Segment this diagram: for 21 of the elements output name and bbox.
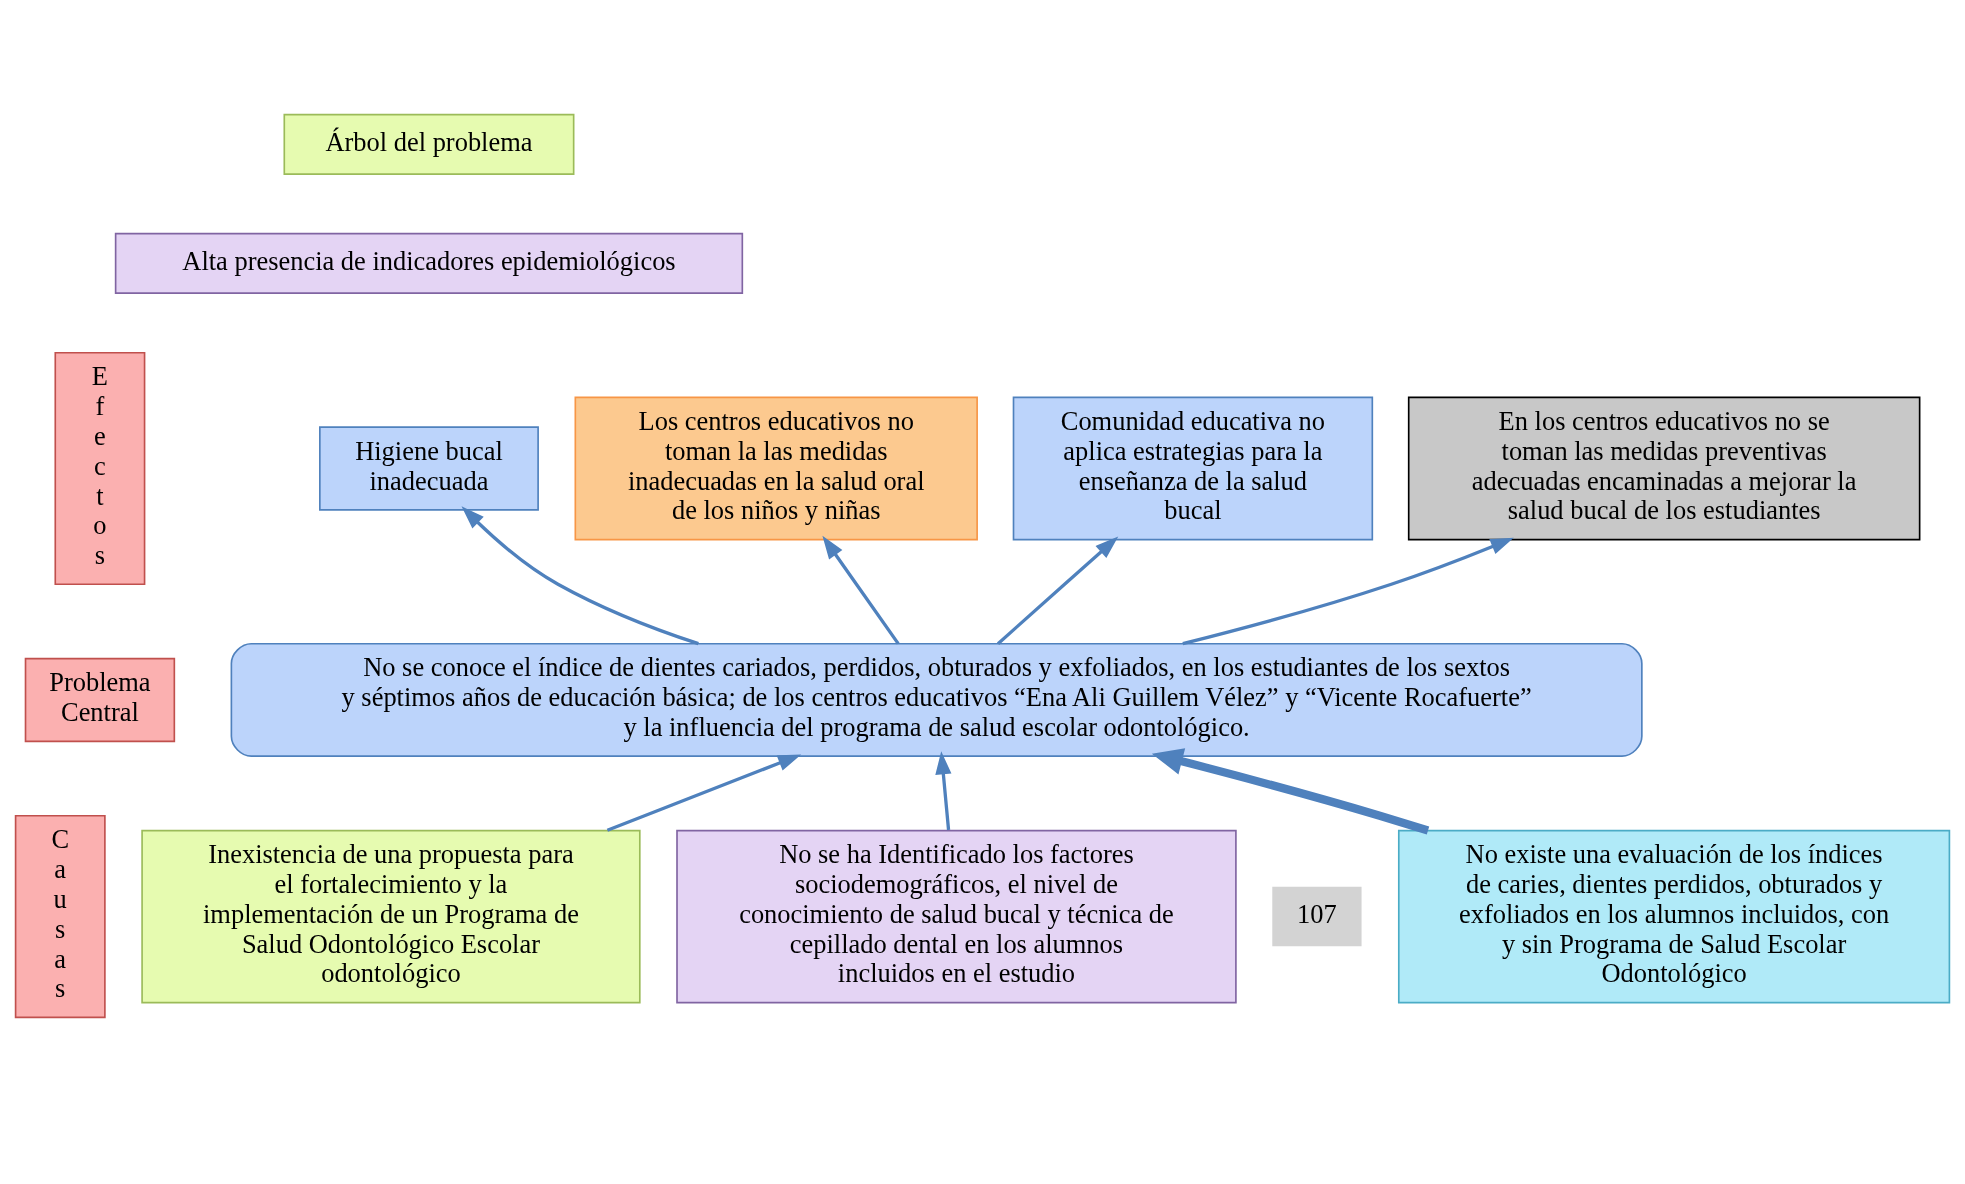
- node-box: No se conoce el índice de dientes cariados, perdidos, obturados y exfoliados, en los estudiantes de los sextos y séptimos años de educación básica; de los centros educativos “Ena Ali Guillem Vélez” y “Vicente Rocafuerte” y la influencia del programa de salud escolar odontológico.: [230, 642, 1643, 757]
- arrow: [996, 536, 1119, 645]
- arrow: [1151, 748, 1430, 835]
- arrow: [822, 535, 900, 645]
- arrow: [461, 506, 699, 646]
- arrow: [935, 751, 952, 831]
- node-box: Causas: [14, 814, 106, 1019]
- node-box: Problema Central: [24, 657, 176, 743]
- node-box: En los centros educativos no se toman las medidas preventivas adecuadas encaminadas a mejorar la salud bucal de los estudiantes: [1407, 396, 1921, 541]
- node-box: No se ha Identificado los factores sociodemográficos, el nivel de conocimiento de salud bucal y técnica de cepillado dental en los alumnos incluidos en el estudio: [676, 829, 1237, 1004]
- node-box: Efectos: [54, 351, 146, 586]
- node-box: Alta presencia de indicadores epidemiológicos: [114, 232, 744, 295]
- node-box: Los centros educativos no toman la las medidas inadecuadas en la salud oral de los niños y niñas: [574, 396, 978, 541]
- node-box: Árbol del problema: [283, 113, 575, 175]
- node-box: Inexistencia de una propuesta para el fortalecimiento y la implementación de un Programa de Salud Odontológico Escolar odontológico: [141, 829, 641, 1004]
- node-box: Higiene bucal inadecuada: [319, 426, 539, 511]
- node-box: No existe una evaluación de los índices de caries, dientes perdidos, obturados y exfoliados en los alumnos incluidos, con y sin Programa de Salud Escolar Odontológico: [1397, 829, 1951, 1004]
- node-box: Comunidad educativa no aplica estrategias para la enseñanza de la salud bucal: [1012, 396, 1374, 541]
- label: 107: [1297, 898, 1337, 929]
- arrow: [606, 754, 802, 832]
- arrow: [1182, 537, 1514, 646]
